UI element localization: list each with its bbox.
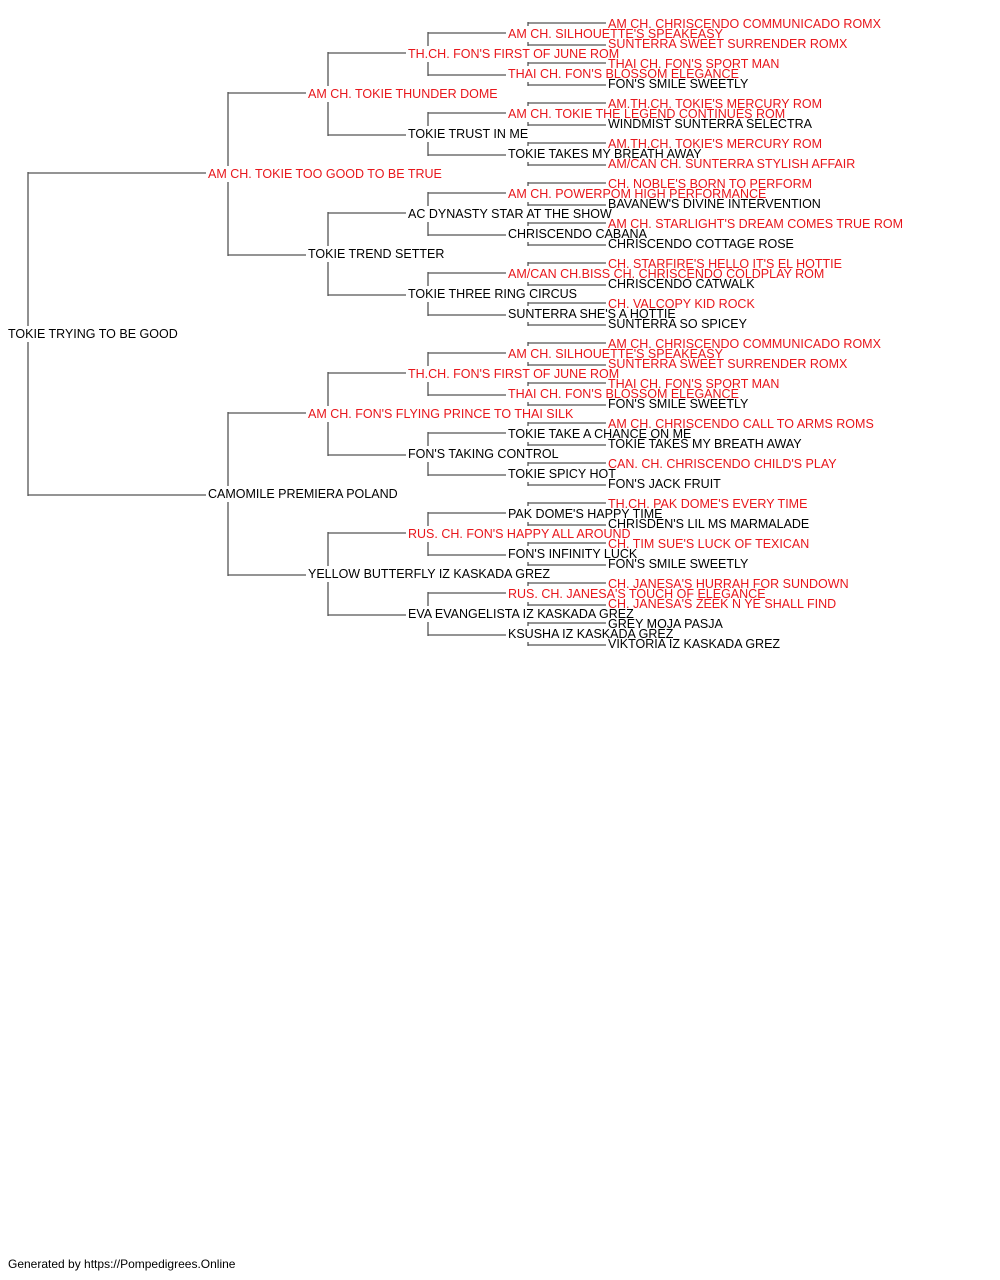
ancestor-name: TOKIE THREE RING CIRCUS [408,287,577,301]
ancestor-name: TH.CH. FON'S FIRST OF JUNE ROM [408,47,619,61]
ancestor-name: AM/CAN CH. SUNTERRA STYLISH AFFAIR [608,157,855,171]
ancestor-name: AM CH. CHRISCENDO COMMUNICADO ROMX [608,17,882,31]
ancestor-name: FON'S SMILE SWEETLY [608,77,749,91]
ancestor-name: SUNTERRA SWEET SURRENDER ROMX [608,37,848,51]
ancestor-name: CH. JANESA'S ZEEK N YE SHALL FIND [608,597,836,611]
ancestor-name: CH. STARFIRE'S HELLO IT'S EL HOTTIE [608,257,842,271]
ancestor-name: THAI CH. FON'S BLOSSOM ELEGANCE [508,387,739,401]
ancestor-name: FON'S INFINITY LUCK [508,547,638,561]
ancestor-name: SUNTERRA SHE'S A HOTTIE [508,307,676,321]
ancestor-name: CHRISCENDO CATWALK [608,277,755,291]
ancestor-name: VIKTORIA IZ KASKADA GREZ [608,637,780,651]
ancestor-name: AC DYNASTY STAR AT THE SHOW [408,207,612,221]
ancestor-name: SUNTERRA SWEET SURRENDER ROMX [608,357,848,371]
ancestor-name: TOKIE TAKES MY BREATH AWAY [608,437,802,451]
ancestor-name: AM.TH.CH. TOKIE'S MERCURY ROM [608,137,822,151]
ancestor-name: AM CH. SILHOUETTE'S SPEAKEASY [508,27,724,41]
footer-credit: Generated by https://Pompedigrees.Online [8,1257,236,1271]
ancestor-name: TOKIE TAKES MY BREATH AWAY [508,147,702,161]
ancestor-name: THAI CH. FON'S BLOSSOM ELEGANCE [508,67,739,81]
ancestor-name: CAMOMILE PREMIERA POLAND [208,487,398,501]
ancestor-name: AM CH. STARLIGHT'S DREAM COMES TRUE ROM [608,217,903,231]
ancestor-name: AM/CAN CH.BISS CH. CHRISCENDO COLDPLAY R… [508,267,824,281]
ancestor-name: AM CH. TOKIE THE LEGEND CONTINUES ROM [508,107,785,121]
ancestor-name: THAI CH. FON'S SPORT MAN [608,57,779,71]
ancestor-name: RUS. CH. JANESA'S TOUCH OF ELEGANCE [508,587,766,601]
ancestor-name: CAN. CH. CHRISCENDO CHILD'S PLAY [608,457,837,471]
ancestor-name: TH.CH. PAK DOME'S EVERY TIME [608,497,807,511]
ancestor-name: TOKIE TRUST IN ME [408,127,528,141]
ancestor-name: EVA EVANGELISTA IZ KASKADA GREZ [408,607,634,621]
ancestor-name: AM CH. POWERPOM HIGH PERFORMANCE [508,187,766,201]
ancestor-name: TH.CH. FON'S FIRST OF JUNE ROM [408,367,619,381]
ancestor-name: AM CH. CHRISCENDO COMMUNICADO ROMX [608,337,882,351]
ancestor-name: FON'S SMILE SWEETLY [608,397,749,411]
ancestor-name: FON'S JACK FRUIT [608,477,721,491]
ancestor-name: GREY MOJA PASJA [608,617,724,631]
ancestor-name: CH. VALCOPY KID ROCK [608,297,755,311]
ancestor-name: WINDMIST SUNTERRA SELECTRA [608,117,813,131]
ancestor-name: CHRISCENDO CABANA [508,227,648,241]
ancestor-name: CHRISCENDO COTTAGE ROSE [608,237,794,251]
ancestor-name: TOKIE SPICY HOT [508,467,616,481]
ancestor-name: PAK DOME'S HAPPY TIME [508,507,663,521]
ancestor-name: RUS. CH. FON'S HAPPY ALL AROUND [408,527,631,541]
ancestor-name: AM CH. CHRISCENDO CALL TO ARMS ROMS [608,417,874,431]
subject-dog-name: TOKIE TRYING TO BE GOOD [8,327,178,341]
ancestor-name: SUNTERRA SO SPICEY [608,317,748,331]
ancestor-name: CH. TIM SUE'S LUCK OF TEXICAN [608,537,809,551]
ancestor-name: KSUSHA IZ KASKADA GREZ [508,627,674,641]
ancestor-name: BAVANEW'S DIVINE INTERVENTION [608,197,821,211]
ancestor-name: FON'S SMILE SWEETLY [608,557,749,571]
ancestor-name: CHRISDEN'S LIL MS MARMALADE [608,517,809,531]
ancestor-name: AM.TH.CH. TOKIE'S MERCURY ROM [608,97,822,111]
ancestor-name: AM CH. FON'S FLYING PRINCE TO THAI SILK [308,407,574,421]
ancestor-name: CH. NOBLE'S BORN TO PERFORM [608,177,812,191]
ancestor-name: AM CH. SILHOUETTE'S SPEAKEASY [508,347,724,361]
ancestor-name: TOKIE TAKE A CHANCE ON ME [508,427,691,441]
ancestor-name: CH. JANESA'S HURRAH FOR SUNDOWN [608,577,849,591]
ancestor-name: TOKIE TREND SETTER [308,247,444,261]
ancestor-name: AM CH. TOKIE TOO GOOD TO BE TRUE [208,167,442,181]
ancestor-name: FON'S TAKING CONTROL [408,447,559,461]
ancestor-name: THAI CH. FON'S SPORT MAN [608,377,779,391]
ancestor-name: AM CH. TOKIE THUNDER DOME [308,87,498,101]
ancestor-name: YELLOW BUTTERFLY IZ KASKADA GREZ [308,567,550,581]
